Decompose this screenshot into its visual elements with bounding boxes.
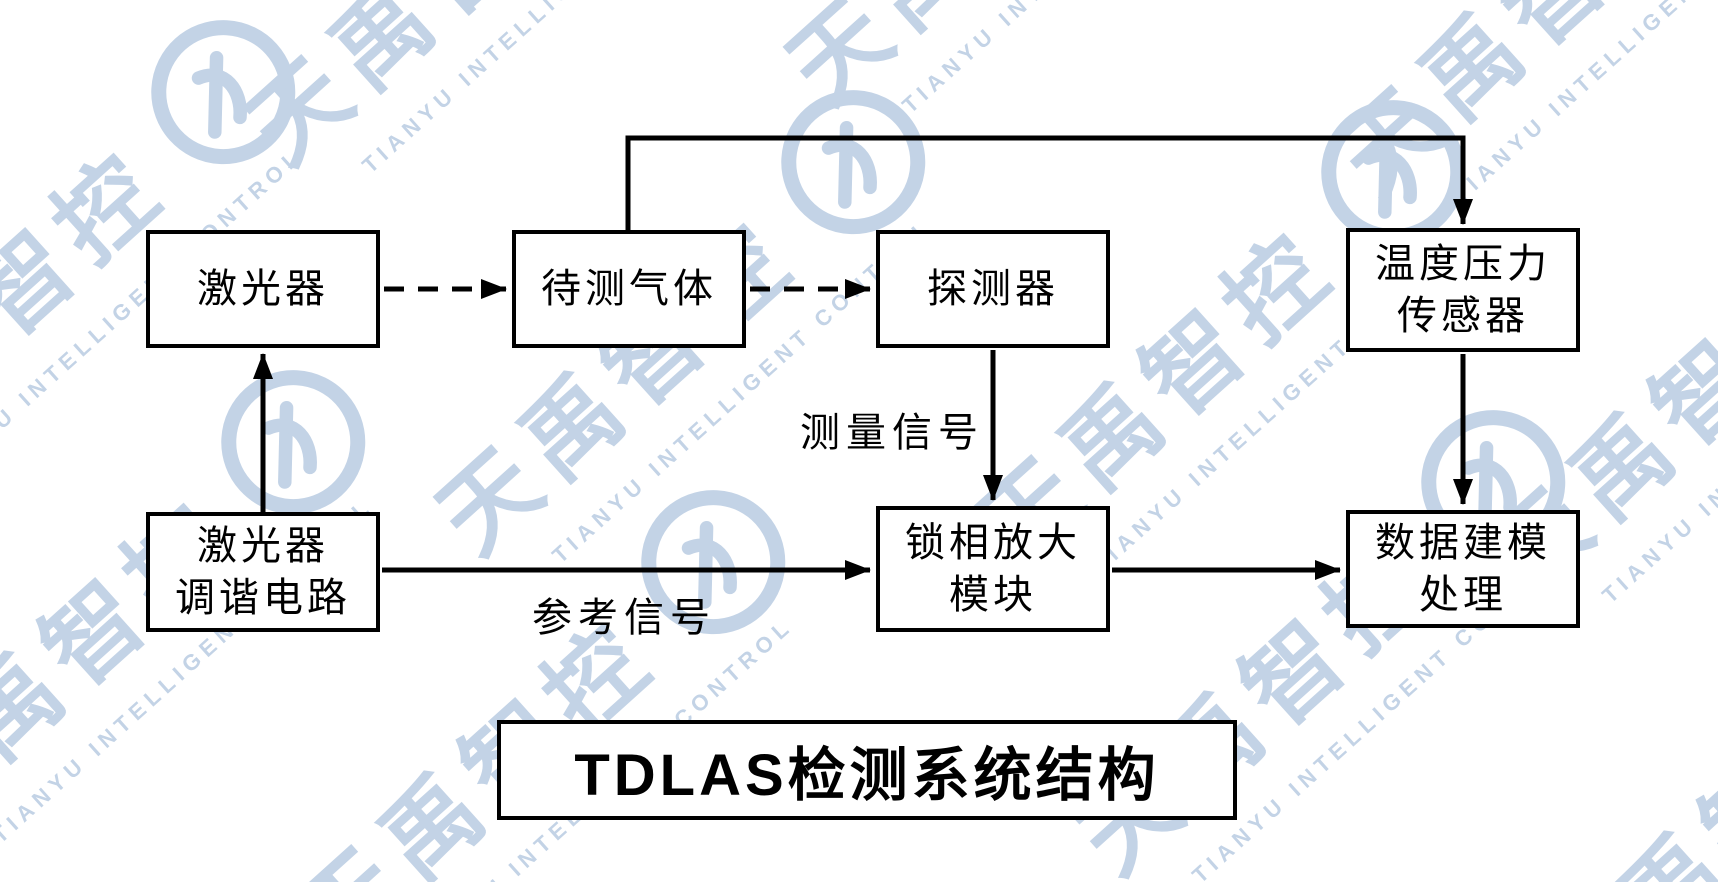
edge-gas-to-temp-pressure bbox=[625, 135, 1473, 240]
diagram-title: TDLAS检测系统结构 bbox=[497, 720, 1237, 820]
edge-label-reference-signal: 参考信号 bbox=[532, 596, 716, 640]
edge-label-measurement-signal: 测量信号 bbox=[800, 411, 984, 455]
node-laser: 激光器 bbox=[146, 230, 380, 348]
node-gas: 待测气体 bbox=[512, 230, 746, 348]
node-data-modeling-processing: 数据建模 处理 bbox=[1346, 510, 1580, 628]
node-temp-pressure-sensor: 温度压力 传感器 bbox=[1346, 228, 1580, 352]
node-detector: 探测器 bbox=[876, 230, 1110, 348]
node-laser-tuning-circuit: 激光器 调谐电路 bbox=[146, 512, 380, 632]
node-lockin-amplifier-module: 锁相放大 模块 bbox=[876, 506, 1110, 632]
